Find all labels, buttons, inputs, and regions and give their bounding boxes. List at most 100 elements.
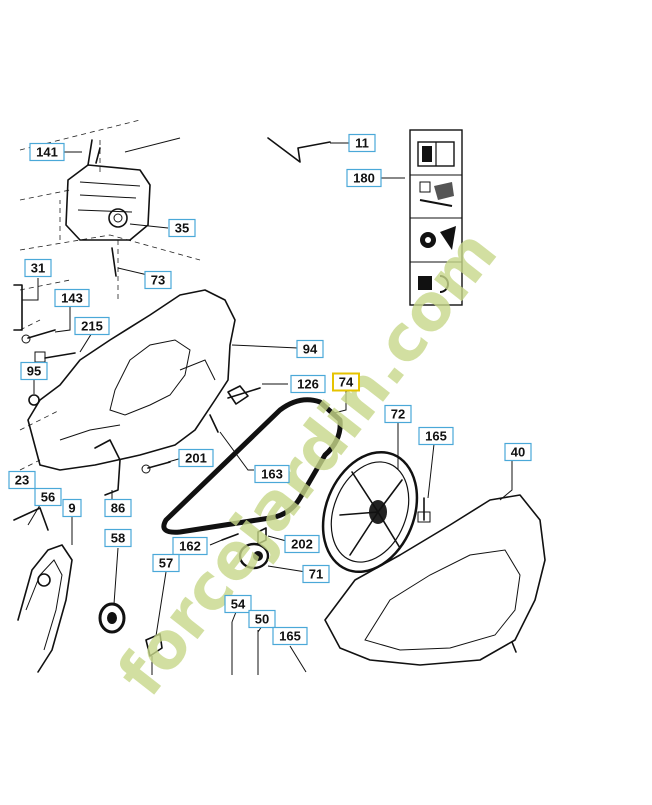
part-73-rod: [111, 247, 117, 277]
part-56-frame: [13, 507, 49, 531]
callout-box: [152, 553, 180, 573]
callout-c202: 202: [284, 534, 320, 554]
warning-labels-panel: [409, 129, 463, 306]
callout-box: [290, 374, 326, 394]
callout-number: 71: [309, 567, 323, 582]
callout-box: [168, 218, 196, 238]
callout-c31: 31: [24, 258, 52, 278]
callout-c57: 57: [152, 553, 180, 573]
callout-box: [34, 487, 62, 507]
callout-box: [384, 404, 412, 424]
callout-c58: 58: [104, 528, 132, 548]
callout-c95: 95: [20, 361, 48, 381]
callout-c35: 35: [168, 218, 196, 238]
part-72-pulley: [321, 450, 419, 574]
callout-number: 31: [31, 261, 45, 276]
callout-box: [172, 536, 208, 556]
callout-box: [62, 498, 82, 518]
callout-box: [284, 534, 320, 554]
callout-number: 23: [15, 473, 29, 488]
callout-box: [504, 442, 532, 462]
callout-box: [8, 470, 36, 490]
manual-book-icon: [417, 141, 455, 167]
callout-box: [54, 288, 90, 308]
assembly-instructions-icon: [419, 181, 454, 207]
part-201-bolt: [141, 461, 171, 474]
callout-box: [248, 609, 276, 629]
callout-c165b: 165: [272, 626, 308, 646]
callout-number: 163: [261, 467, 283, 482]
callout-c71: 71: [302, 564, 330, 584]
callout-box: [418, 426, 454, 446]
callout-box: [346, 168, 382, 188]
callout-number: 86: [111, 501, 125, 516]
callout-c201: 201: [178, 448, 214, 468]
leader-lines: [22, 142, 513, 673]
callout-c162: 162: [172, 536, 208, 556]
part-165-screw: [417, 497, 431, 523]
callout-box: [332, 372, 360, 392]
callout-box: [74, 316, 110, 336]
callout-number: 180: [353, 171, 375, 186]
part-31-bracket: [13, 284, 23, 331]
callout-c143: 143: [54, 288, 90, 308]
callout-c11: 11: [348, 133, 376, 153]
callout-c215: 215: [74, 316, 110, 336]
part-86-bracket: [94, 439, 121, 496]
callout-number: 202: [291, 537, 313, 552]
callout-box: [224, 594, 252, 614]
callout-box: [254, 464, 290, 484]
callout-c72: 72: [384, 404, 412, 424]
callout-number: 165: [279, 629, 301, 644]
callout-c141: 141: [29, 142, 65, 162]
part-58-roller: [98, 602, 126, 634]
part-215-bolt: [34, 351, 76, 363]
callout-c73: 73: [144, 270, 172, 290]
callout-box: [104, 498, 132, 518]
callout-box: [348, 133, 376, 153]
callout-number: 95: [27, 364, 41, 379]
callout-number: 50: [255, 612, 269, 627]
callout-number: 94: [303, 342, 318, 357]
callout-c165a: 165: [418, 426, 454, 446]
part-71-roller: [238, 542, 270, 570]
callout-number: 215: [81, 319, 103, 334]
part-57-clip: [145, 633, 163, 675]
part-162-pin: [221, 533, 239, 541]
callout-number: 58: [111, 531, 125, 546]
callout-number: 11: [355, 136, 369, 151]
callout-c180: 180: [346, 168, 382, 188]
callout-c74: 74: [332, 372, 360, 392]
part-95-nut: [28, 394, 40, 406]
callout-c94: 94: [296, 339, 324, 359]
callout-number: 126: [297, 377, 319, 392]
part-202-spacer: [257, 527, 267, 545]
part-11-arrow: [267, 137, 331, 163]
callout-number: 141: [36, 145, 58, 160]
part-9-side-rail: [17, 544, 73, 673]
callout-number: 9: [68, 501, 75, 516]
callout-c163: 163: [254, 464, 290, 484]
part-126-bolt: [227, 385, 261, 405]
part-35-gearbox: [65, 137, 181, 241]
callout-number: 72: [391, 407, 405, 422]
part-40-belt-cover: [324, 494, 546, 666]
part-94-chassis-plate: [27, 289, 236, 471]
callout-number: 162: [179, 539, 201, 554]
callout-box: [178, 448, 214, 468]
callout-box: [29, 142, 65, 162]
hand-rotation-warning-icon: [418, 275, 449, 293]
callout-c23: 23: [8, 470, 36, 490]
callout-c86: 86: [104, 498, 132, 518]
callout-box: [144, 270, 172, 290]
callout-number: 56: [41, 490, 55, 505]
callout-box: [104, 528, 132, 548]
callout-c50: 50: [248, 609, 276, 629]
callout-number: 201: [185, 451, 207, 466]
callout-number: 74: [339, 375, 354, 390]
callout-number: 35: [175, 221, 189, 236]
part-143-bolt: [21, 329, 56, 344]
callout-number: 54: [231, 597, 246, 612]
